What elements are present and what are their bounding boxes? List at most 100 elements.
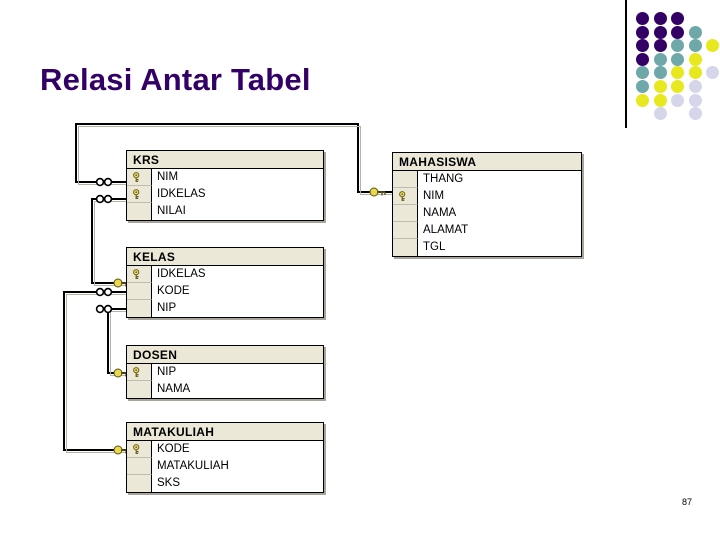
entity-title-matakuliah: MATAKULIAH xyxy=(127,423,323,441)
entity-title-krs: KRS xyxy=(127,151,323,169)
entity-field-list: THANG NIM NAMA ALAMAT TGL xyxy=(393,171,581,256)
entity-field-row[interactable]: NAMA xyxy=(127,381,323,398)
decor-dot xyxy=(653,80,667,93)
cardinality-many-marker xyxy=(95,177,113,314)
entity-title-mahasiswa: MAHASISWA xyxy=(393,153,581,171)
entity-field-row[interactable]: NIM xyxy=(127,169,323,186)
entity-field-row[interactable]: TGL xyxy=(393,239,581,256)
primary-key-icon xyxy=(132,171,139,182)
field-key-cell-empty xyxy=(393,239,418,256)
decor-dot xyxy=(653,25,667,39)
field-name-label: MATAKULIAH xyxy=(157,460,229,472)
field-name-label: SKS xyxy=(157,477,181,489)
entity-field-row[interactable]: KODE xyxy=(127,283,323,300)
decor-dot xyxy=(671,12,684,25)
decor-dot xyxy=(653,93,667,107)
entity-field-list: IDKELAS KODE NIP xyxy=(127,266,323,317)
decor-dot xyxy=(671,80,684,93)
decor-dot xyxy=(688,52,702,66)
decor-dot xyxy=(671,39,684,53)
decor-dot xyxy=(671,25,684,39)
field-key-cell-empty xyxy=(127,203,152,220)
decor-dot xyxy=(688,39,702,53)
field-key-cell-empty xyxy=(127,300,152,317)
field-name-label: KODE xyxy=(157,443,190,455)
field-key-cell-empty xyxy=(127,475,152,492)
field-key-cell-primary xyxy=(127,186,152,203)
entity-table-krs[interactable]: KRS NIM IDKELAS NILAI xyxy=(126,150,324,221)
entity-field-row[interactable]: NIP xyxy=(127,300,323,317)
decor-dot xyxy=(653,107,667,121)
decor-dot xyxy=(636,66,649,80)
decor-dot xyxy=(636,25,649,39)
decor-dot xyxy=(706,39,719,53)
entity-title-kelas: KELAS xyxy=(127,248,323,266)
decor-dot xyxy=(636,39,649,53)
field-key-cell-primary xyxy=(127,266,152,283)
primary-key-icon xyxy=(132,268,139,279)
field-name-label: IDKELAS xyxy=(157,188,206,200)
field-name-label: NILAI xyxy=(157,205,186,217)
decor-dot xyxy=(688,80,702,93)
entity-field-row[interactable]: NAMA xyxy=(393,205,581,222)
decor-dot xyxy=(671,52,684,66)
entity-table-kelas[interactable]: KELAS IDKELAS KODE NIP xyxy=(126,247,324,318)
decor-dot xyxy=(653,52,667,66)
field-key-cell-empty xyxy=(393,222,418,239)
entity-table-matakuliah[interactable]: MATAKULIAH KODE MATAKULIAH SKS xyxy=(126,422,324,493)
entity-field-row[interactable]: THANG xyxy=(393,171,581,188)
page-title: Relasi Antar Tabel xyxy=(40,62,311,97)
entity-table-mahasiswa[interactable]: MAHASISWA THANG NIM NAMA ALAMAT TGL xyxy=(392,152,582,257)
field-key-cell-empty xyxy=(127,381,152,398)
entity-field-row[interactable]: IDKELAS xyxy=(127,266,323,283)
field-name-label: KODE xyxy=(157,285,190,297)
field-name-label: TGL xyxy=(423,241,446,253)
entity-field-list: NIM IDKELAS NILAI xyxy=(127,169,323,220)
entity-field-row[interactable]: NIP xyxy=(127,364,323,381)
corner-vertical-rule xyxy=(625,0,627,128)
field-key-cell-empty xyxy=(393,171,418,188)
field-name-label: NIM xyxy=(157,171,179,183)
entity-field-list: KODE MATAKULIAH SKS xyxy=(127,441,323,492)
field-key-cell-primary xyxy=(127,169,152,186)
primary-key-icon xyxy=(132,443,139,454)
field-name-label: NAMA xyxy=(157,383,191,395)
decor-dot xyxy=(688,25,702,39)
entity-title-dosen: DOSEN xyxy=(127,346,323,364)
decor-dot xyxy=(653,39,667,53)
decor-dot xyxy=(636,12,649,25)
field-key-cell-empty xyxy=(393,205,418,222)
decor-dot xyxy=(688,107,702,121)
field-name-label: NIP xyxy=(157,302,177,314)
page-number: 87 xyxy=(681,497,692,507)
entity-field-row[interactable]: KODE xyxy=(127,441,323,458)
field-name-label: NIM xyxy=(423,190,445,202)
field-key-cell-primary xyxy=(127,364,152,381)
field-name-label: NAMA xyxy=(423,207,457,219)
decor-dot xyxy=(671,66,684,80)
field-key-cell-primary xyxy=(393,188,418,205)
entity-field-list: NIP NAMA xyxy=(127,364,323,398)
field-key-cell-empty xyxy=(127,283,152,300)
entity-field-row[interactable]: ALAMAT xyxy=(393,222,581,239)
entity-field-row[interactable]: NILAI xyxy=(127,203,323,220)
cardinality-one-key-marker xyxy=(113,187,386,455)
decor-dot xyxy=(636,52,649,66)
field-name-label: THANG xyxy=(423,173,464,185)
primary-key-icon xyxy=(132,188,139,199)
decor-dot xyxy=(636,93,649,107)
entity-field-row[interactable]: IDKELAS xyxy=(127,186,323,203)
entity-field-row[interactable]: NIM xyxy=(393,188,581,205)
field-name-label: ALAMAT xyxy=(423,224,469,236)
decorative-dot-grid xyxy=(636,12,720,121)
field-key-cell-primary xyxy=(127,441,152,458)
entity-field-row[interactable]: SKS xyxy=(127,475,323,492)
primary-key-icon xyxy=(132,366,139,377)
decor-dot xyxy=(653,12,667,25)
field-key-cell-empty xyxy=(127,458,152,475)
entity-field-row[interactable]: MATAKULIAH xyxy=(127,458,323,475)
field-name-label: IDKELAS xyxy=(157,268,206,280)
